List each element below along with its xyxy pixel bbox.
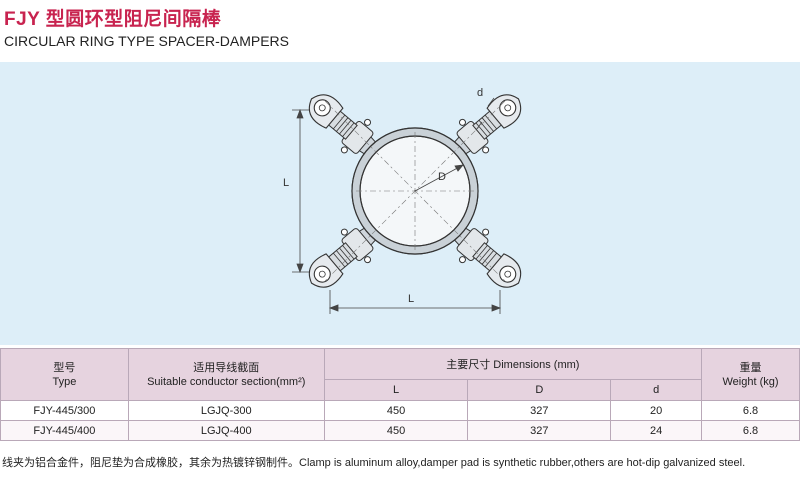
cell-d: 20 xyxy=(610,400,703,421)
table-row: FJY-445/400 LGJQ-400 450 327 24 6.8 xyxy=(0,420,800,441)
cell-d: 24 xyxy=(610,420,703,441)
dim-D-label: D xyxy=(438,171,446,183)
dim-L-horizontal-label: L xyxy=(408,293,414,305)
cell-L: 450 xyxy=(323,420,469,441)
header-type-cn: 型号 xyxy=(53,361,76,374)
drawing-panel: L L D xyxy=(0,62,800,345)
header-type: 型号 Type xyxy=(0,348,129,401)
header-conductor: 适用导线截面 Suitable conductor section(mm²) xyxy=(127,348,325,401)
spec-table: 型号 Type 适用导线截面 Suitable conductor sectio… xyxy=(0,348,800,441)
cell-D: 327 xyxy=(467,400,612,421)
header-type-en: Type xyxy=(52,375,77,388)
page-title-cn: FJY 型圆环型阻尼间隔棒 xyxy=(4,9,222,30)
header-weight: 重量 Weight (kg) xyxy=(701,348,800,401)
dim-L-vertical-label: L xyxy=(283,177,289,189)
header-weight-cn: 重量 xyxy=(739,361,762,374)
cell-conductor: LGJQ-400 xyxy=(127,420,325,441)
cell-L: 450 xyxy=(323,400,469,421)
table-row: FJY-445/300 LGJQ-300 450 327 20 6.8 xyxy=(0,400,800,421)
header-conductor-en: Suitable conductor section(mm²) xyxy=(147,375,306,388)
header-dim-D: D xyxy=(467,379,612,401)
cell-type: FJY-445/300 xyxy=(0,400,129,421)
cell-weight: 6.8 xyxy=(701,400,800,421)
header-dimensions: 主要尺寸 Dimensions (mm) xyxy=(323,348,703,380)
cell-D: 327 xyxy=(467,420,612,441)
cell-type: FJY-445/400 xyxy=(0,420,129,441)
header-weight-en: Weight (kg) xyxy=(722,375,779,388)
header-conductor-cn: 适用导线截面 xyxy=(193,361,260,374)
dim-d-label: d xyxy=(477,87,483,99)
header-dim-d: d xyxy=(610,379,703,401)
cell-weight: 6.8 xyxy=(701,420,800,441)
footnote: 线夹为铝合金件，阻尼垫为合成橡胶，其余为热镀锌钢制件。Clamp is alum… xyxy=(2,457,746,469)
cell-conductor: LGJQ-300 xyxy=(127,400,325,421)
page-title-en: CIRCULAR RING TYPE SPACER-DAMPERS xyxy=(4,33,289,49)
spacer-damper-drawing: L L D xyxy=(283,82,533,314)
header-dim-L: L xyxy=(323,379,469,401)
